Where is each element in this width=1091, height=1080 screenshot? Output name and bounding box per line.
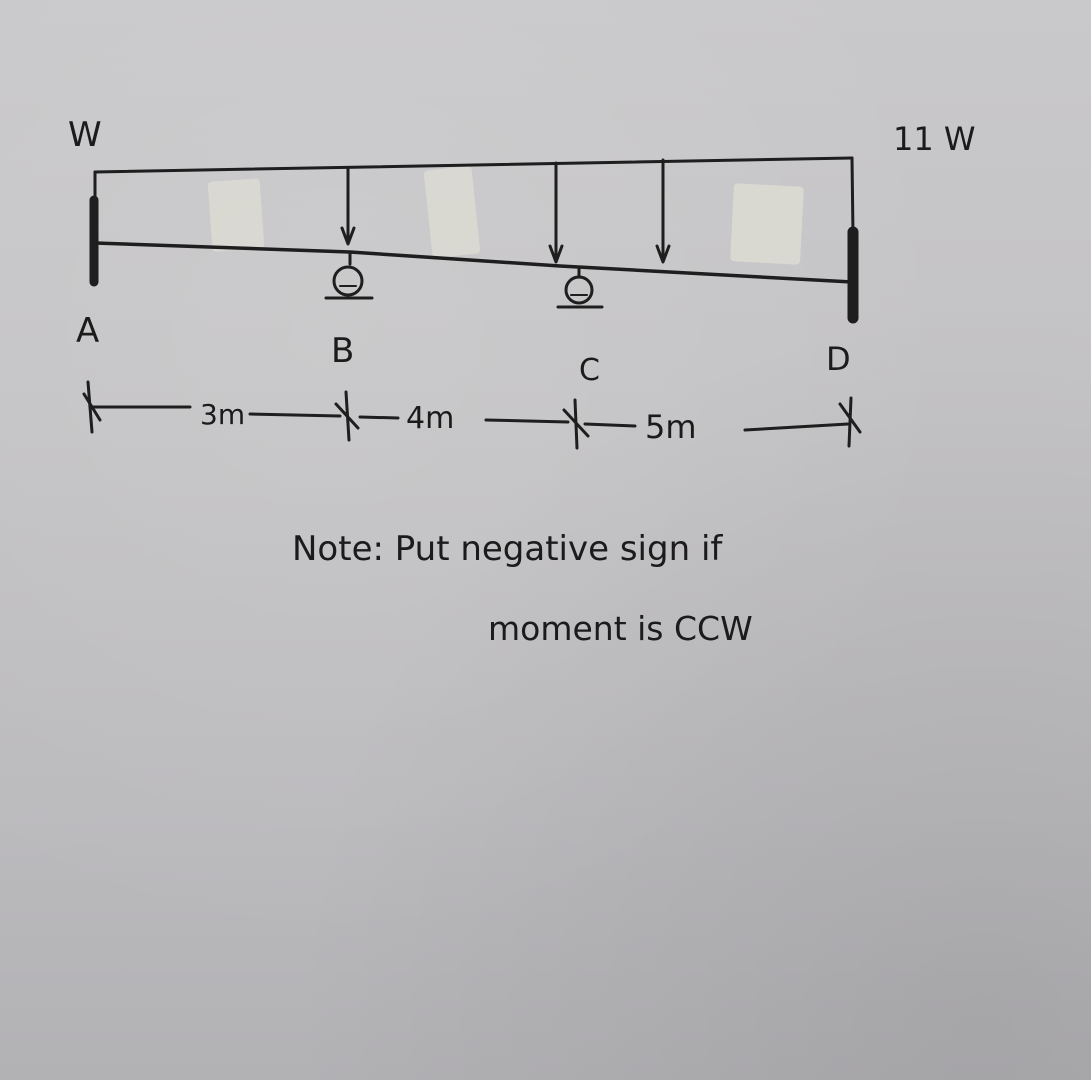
dimension-tick-c (562, 398, 590, 450)
dimension-tick-b (334, 390, 360, 442)
dimension-line (484, 418, 570, 424)
dimension-line (358, 415, 400, 420)
support-label-d: D (826, 340, 851, 378)
span-label-bc: 4m (406, 401, 454, 436)
tape-piece (423, 166, 481, 258)
roller-support-c (556, 266, 604, 309)
dimension-tick-d (838, 396, 862, 448)
span-label-ab: 3m (200, 398, 245, 431)
load-arrow-head (655, 244, 671, 264)
roller-support-b (324, 250, 374, 300)
dimension-tick-a (82, 380, 102, 434)
dimension-line (583, 422, 637, 428)
load-arrow-head (340, 226, 356, 246)
support-label-c: C (579, 353, 600, 388)
load-top-line (93, 156, 854, 174)
dimension-line (743, 422, 850, 432)
tape-piece (207, 178, 265, 252)
tape-piece (730, 183, 804, 265)
note-line-2: moment is CCW (488, 609, 753, 648)
note-line-1: Note: Put negative sign if (292, 529, 723, 569)
dimension-line (248, 412, 342, 418)
span-label-cd: 5m (645, 408, 697, 446)
load-label-right: 11 W (893, 120, 976, 158)
load-arrow-head (548, 244, 564, 264)
beam (93, 241, 854, 284)
load-label-left: W (68, 115, 102, 155)
load-right-edge (850, 156, 855, 237)
support-label-a: A (76, 311, 99, 351)
support-label-b: B (331, 331, 354, 371)
